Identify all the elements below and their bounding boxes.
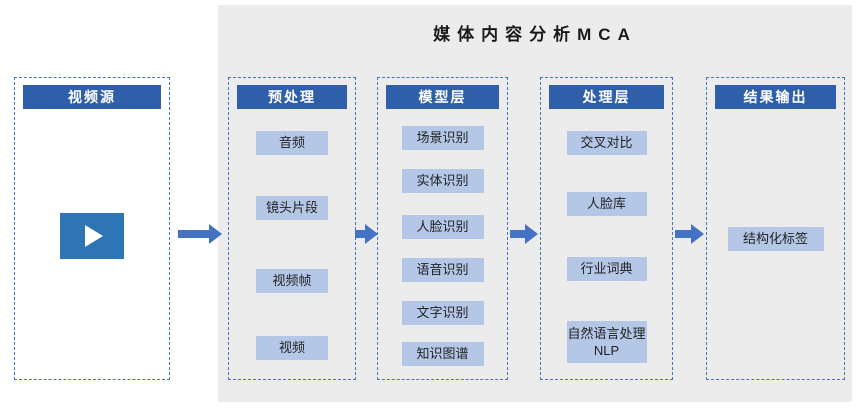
flow-item: 知识图谱 [401,342,484,366]
flow-item: 音频 [256,131,328,155]
flow-item: 视频 [256,336,328,360]
column-items: 音频 镜头片段 视频帧 视频 [229,109,355,360]
arrow-shaft [178,230,209,238]
flow-item: 人脸库 [566,192,647,216]
arrow-head [525,224,538,244]
flow-arrow-icon [178,224,222,244]
flow-arrow-icon [510,224,538,244]
column-items: 交叉对比 人脸库 行业词典 自然语言处理NLP [541,109,672,363]
arrow-head [691,224,704,244]
flow-item: 交叉对比 [566,131,647,155]
flow-item: 结构化标签 [727,227,824,251]
column-preprocess: 预处理 音频 镜头片段 视频帧 视频 [228,77,356,380]
column-header: 视频源 [23,85,161,109]
column-output: 结果输出 结构化标签 [706,77,845,380]
arrow-head [365,224,378,244]
column-items: 结构化标签 [707,109,844,251]
arrow-head [209,224,222,244]
column-video-source: 视频源 [14,77,170,380]
flow-item: 实体识别 [401,169,484,193]
flow-item: 视频帧 [256,269,328,293]
column-header: 预处理 [237,85,347,109]
column-process-layer: 处理层 交叉对比 人脸库 行业词典 自然语言处理NLP [540,77,673,380]
flow-item: 自然语言处理NLP [566,321,647,363]
video-player-box [60,213,124,259]
flow-item: 行业词典 [566,257,647,281]
column-header: 模型层 [386,85,499,109]
play-icon [85,225,103,247]
arrow-shaft [510,230,525,238]
column-header: 结果输出 [715,85,836,109]
flow-arrow-icon [355,224,378,244]
flow-arrow-icon [675,224,704,244]
flow-item: 场景识别 [401,126,484,150]
flow-item: 镜头片段 [256,196,328,220]
flow-item: 语音识别 [401,258,484,282]
arrow-shaft [675,230,691,238]
diagram-title: 媒体内容分析MCA [433,25,637,44]
column-items: 场景识别 实体识别 人脸识别 语音识别 文字识别 知识图谱 [378,109,507,366]
flow-item: 文字识别 [401,301,484,325]
flow-item: 人脸识别 [401,215,484,239]
column-model-layer: 模型层 场景识别 实体识别 人脸识别 语音识别 文字识别 知识图谱 [377,77,508,380]
column-header: 处理层 [549,85,664,109]
arrow-shaft [355,230,365,238]
